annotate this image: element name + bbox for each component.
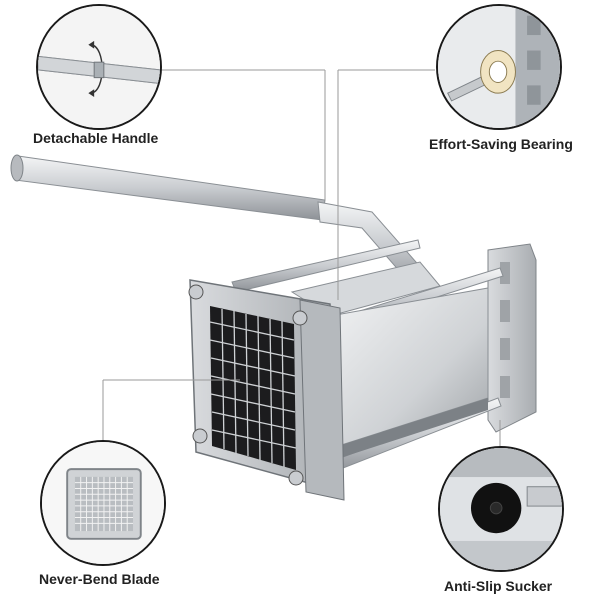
blade-detail-circle (40, 440, 166, 566)
handle-detail-circle (36, 4, 162, 130)
pusher-chamber (290, 261, 489, 460)
blade-label: Never-Bend Blade (39, 571, 160, 587)
handle-label: Detachable Handle (33, 130, 159, 146)
handle (10, 154, 431, 289)
bearing-label: Effort-Saving Bearing (429, 136, 573, 152)
bearing-detail-icon (438, 6, 560, 128)
blade-detail-icon (42, 442, 164, 564)
bearing-detail-circle (436, 4, 562, 130)
sucker-label: Anti-Slip Sucker (444, 578, 553, 594)
leader-lines (102, 69, 501, 450)
handle-detail-icon (38, 6, 160, 128)
sucker-detail-circle (438, 446, 564, 572)
rear-frame (487, 243, 537, 433)
blade-grid (209, 306, 297, 470)
sucker-detail-icon (440, 448, 562, 570)
